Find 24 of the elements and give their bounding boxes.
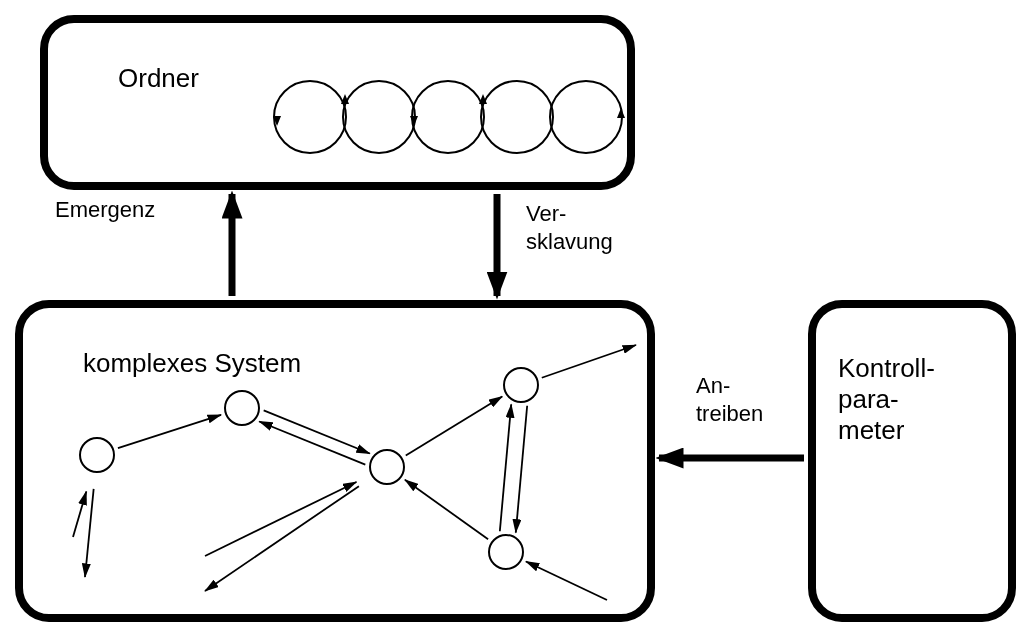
node-title: Ordner bbox=[118, 63, 199, 95]
node-title: komplexes System bbox=[83, 348, 302, 380]
node-title: Kontroll- para- meter bbox=[838, 353, 935, 447]
box bbox=[15, 300, 655, 622]
circle-node bbox=[79, 437, 115, 473]
arrow bbox=[117, 413, 222, 450]
arrow bbox=[262, 409, 371, 455]
arrow bbox=[72, 490, 88, 538]
arrow bbox=[258, 420, 367, 466]
box bbox=[808, 300, 1016, 622]
circle-node bbox=[369, 449, 405, 485]
arrow bbox=[81, 487, 95, 578]
arrow bbox=[204, 481, 358, 557]
arrow bbox=[498, 403, 515, 533]
circle-node bbox=[488, 534, 524, 570]
arrow bbox=[404, 478, 489, 541]
circle-node bbox=[224, 390, 260, 426]
arrow bbox=[404, 395, 504, 457]
arrow bbox=[524, 560, 608, 601]
circle-node bbox=[503, 367, 539, 403]
arrow bbox=[540, 344, 637, 379]
arrow bbox=[512, 404, 529, 534]
box bbox=[40, 15, 635, 190]
arrow bbox=[204, 485, 360, 592]
